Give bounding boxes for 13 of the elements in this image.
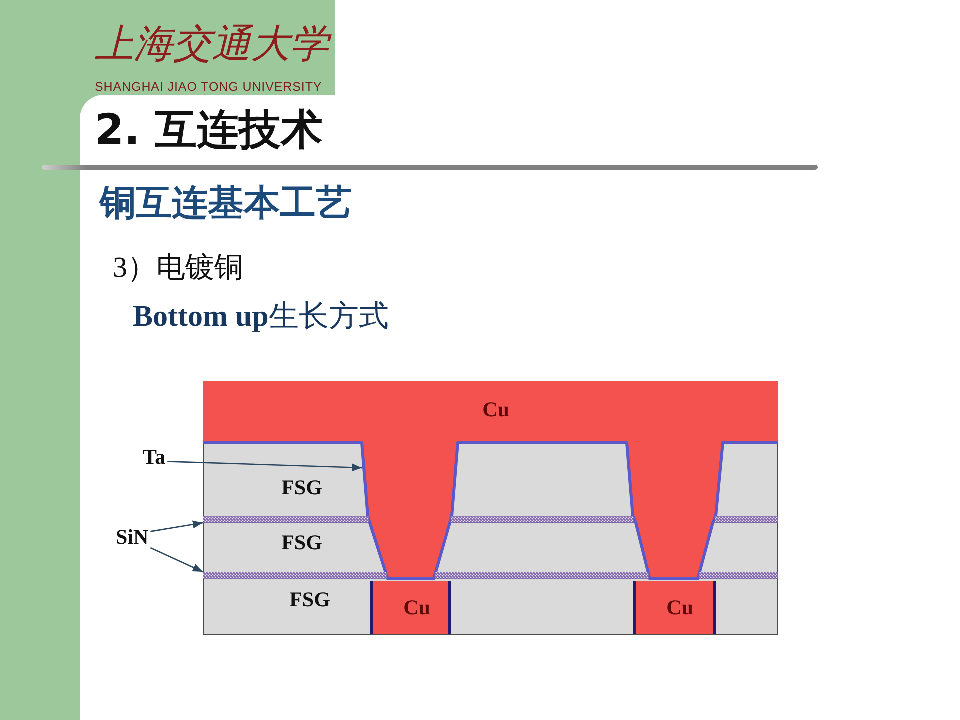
leader-line [168, 461, 362, 472]
layer-label: SiN [116, 527, 149, 548]
slide-title: 2. 互连技术 [95, 109, 323, 151]
section-heading: 铜互连基本工艺 [100, 186, 352, 222]
subheading: Bottom up生长方式 [133, 302, 389, 332]
copper-block: Cu [370, 581, 451, 634]
list-item: 3）电镀铜 [113, 254, 244, 283]
copper-block: Cu [633, 581, 716, 634]
leader-line [150, 547, 204, 573]
liner-line [200, 440, 780, 582]
layer-label: Ta [143, 447, 166, 468]
school-name: SHANGHAI JIAO TONG UNIVERSITY [95, 81, 322, 94]
leader-line [150, 520, 204, 532]
